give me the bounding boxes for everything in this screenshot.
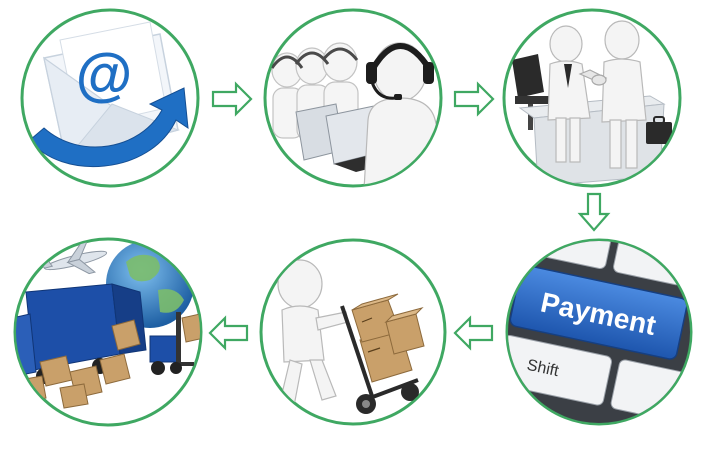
- step-meeting: [502, 8, 682, 188]
- arrow-left-4: [453, 315, 494, 351]
- arrow-left-5: [208, 315, 249, 351]
- arrow-down-3: [577, 192, 611, 232]
- step-delivery: [259, 238, 447, 426]
- step-shipping: [13, 237, 203, 427]
- envelope-at-icon: @: [29, 21, 189, 167]
- step-call-center: [263, 8, 443, 188]
- headset-operators-icon: [270, 42, 440, 185]
- arrow-right-1: [211, 81, 253, 117]
- step-email: @: [20, 8, 200, 188]
- payment-keyboard-icon: Payment Shift: [508, 241, 690, 423]
- handshake-icon: [512, 20, 672, 185]
- at-symbol: @: [76, 42, 133, 107]
- arrow-right-2: [453, 81, 495, 117]
- step-payment: Payment Shift: [505, 238, 693, 426]
- shift-key-label: Shift: [525, 357, 560, 380]
